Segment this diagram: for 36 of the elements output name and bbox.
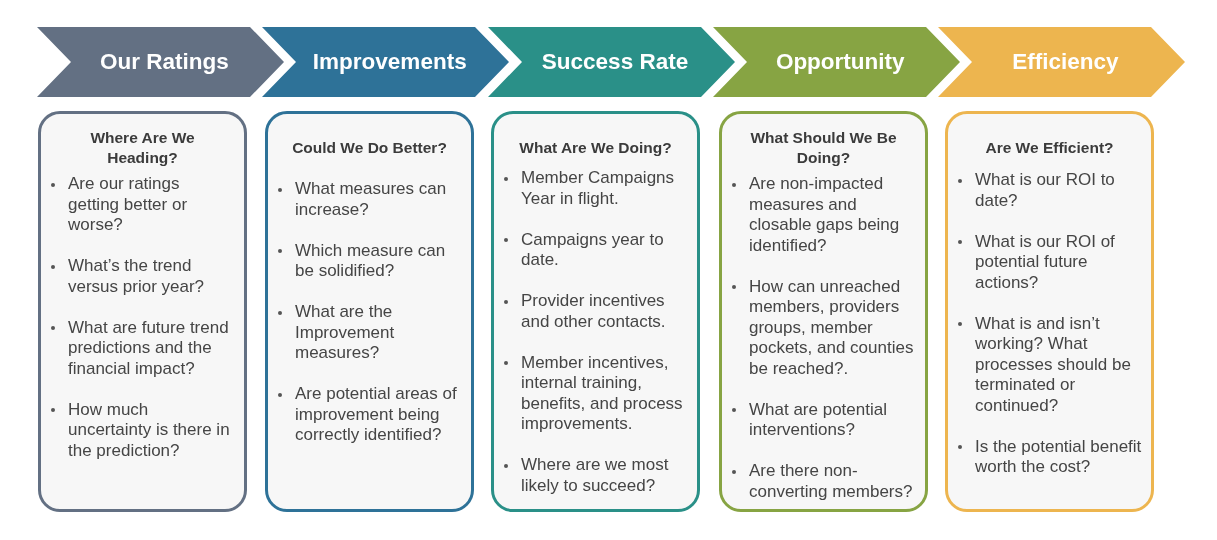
- bullet-text: Provider incentives and other contacts.: [521, 291, 667, 332]
- card-heading: Are We Efficient?: [985, 138, 1114, 158]
- stage-title: Improvements: [312, 49, 467, 75]
- bullet-text: Member incentives, internal training, benefits, and process improvements.: [521, 352, 684, 435]
- stage-title: Our Ratings: [100, 49, 229, 75]
- bullet-text: What are the Improvement measures?: [295, 302, 396, 364]
- bullet-text: Which measure can be solidified?: [295, 240, 447, 282]
- question-card: [945, 111, 1154, 512]
- bullet-text: Is the potential benefit worth the cost?: [975, 436, 1143, 478]
- question-card: [38, 111, 247, 512]
- bullet-text: How can unreached members, providers groups, member pockets, and counties be reached?.: [749, 276, 915, 379]
- bullet-text: How much uncertainty is there in the prediction?: [68, 399, 231, 461]
- bullet-text: Member Campaigns Year in flight.: [521, 168, 676, 209]
- bullet-text: What is our ROI to date?: [975, 170, 1116, 211]
- bullet-text: What are potential interventions?: [749, 399, 888, 441]
- stage-title: Efficiency: [1012, 49, 1119, 75]
- bullet-text: Are potential areas of improvement being correctly identified?: [295, 384, 458, 446]
- bullet-text: What’s the trend versus prior year?: [68, 256, 206, 297]
- bullet-text: What are future trend predictions and the financial impact?: [68, 317, 230, 379]
- card-heading: Where Are We Heading?: [89, 128, 196, 168]
- card-heading: Could We Do Better?: [292, 138, 447, 158]
- stage-title: Success Rate: [541, 49, 689, 75]
- question-card: [491, 111, 700, 512]
- stage-title: Opportunity: [775, 49, 905, 75]
- bullet-text: Are there non-converting members?: [749, 461, 914, 502]
- card-heading: What Are We Doing?: [519, 138, 672, 158]
- card-heading: What Should We Be Doing?: [749, 128, 898, 168]
- bullet-text: What is our ROI of potential future actions?: [975, 231, 1116, 293]
- bullet-text: Campaigns year to date.: [521, 229, 665, 271]
- bullet-text: Where are we most likely to succeed?: [521, 455, 670, 496]
- question-card: [719, 111, 928, 512]
- bullet-text: Are our ratings getting better or worse?: [68, 174, 189, 236]
- bullet-text: Are non-impacted measures and closable gaps being identified?: [749, 174, 901, 256]
- bullet-text: What is and isn’t working? What processes should be terminated or continued?: [975, 313, 1132, 416]
- bullet-text: What measures can increase?: [295, 179, 448, 220]
- question-card: [265, 111, 474, 512]
